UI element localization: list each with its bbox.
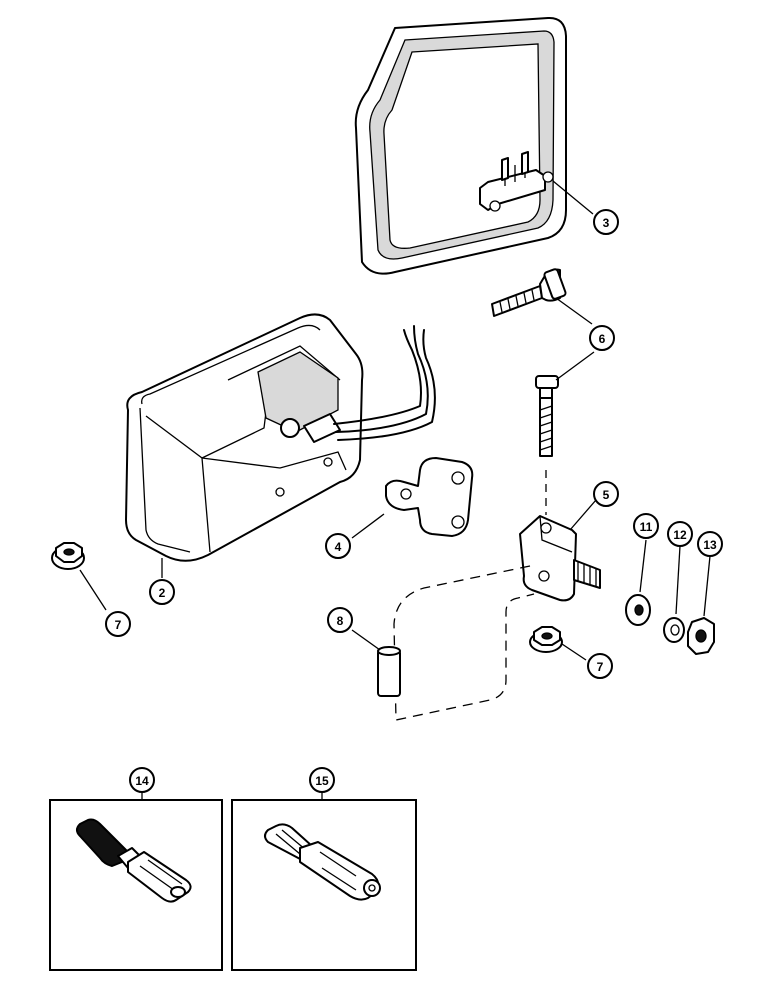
- callout-7-left-label: 7: [115, 618, 122, 632]
- callout-4: 4: [325, 533, 351, 559]
- callout-11-label: 11: [640, 520, 653, 534]
- callout-7-right-label: 7: [597, 660, 604, 674]
- callout-12: 12: [667, 521, 693, 547]
- bolt-lower-part: [535, 351, 595, 515]
- spacer-tube-part: [351, 629, 401, 697]
- callout-7-left: 7: [105, 611, 131, 637]
- callout-15: 15: [309, 767, 335, 793]
- lock-washer-part: [663, 545, 685, 643]
- callout-7-right: 7: [587, 653, 613, 679]
- callout-14: 14: [129, 767, 155, 793]
- bullet-connector-part: [264, 823, 381, 901]
- callout-5-label: 5: [603, 488, 610, 502]
- lamp-lens-part: [354, 16, 594, 275]
- callout-14-label: 14: [135, 774, 149, 788]
- callout-8-label: 8: [337, 614, 344, 628]
- inset-box-15: [231, 792, 417, 971]
- callout-13-label: 13: [703, 538, 717, 552]
- mounting-bracket-part: [351, 457, 474, 539]
- flange-nut-right-part: [529, 626, 587, 661]
- callout-6-label: 6: [599, 332, 606, 346]
- callout-15-label: 15: [315, 774, 329, 788]
- callout-4-label: 4: [335, 540, 342, 554]
- callout-2-label: 2: [159, 586, 166, 600]
- callout-13: 13: [697, 531, 723, 557]
- female-terminal-part: [76, 818, 192, 903]
- flange-nut-left-part: [51, 542, 107, 611]
- callout-2: 2: [149, 579, 175, 605]
- callout-3-label: 3: [603, 216, 610, 230]
- lamp-housing-part: [125, 313, 436, 578]
- callout-8: 8: [327, 607, 353, 633]
- callout-5: 5: [593, 481, 619, 507]
- callout-12-label: 12: [673, 528, 687, 542]
- callout-11: 11: [633, 513, 659, 539]
- dashed-assembly-line: [393, 565, 535, 721]
- callout-6: 6: [589, 325, 615, 351]
- hex-nut-part: [687, 555, 715, 655]
- stud-bracket-part: [519, 499, 601, 602]
- callout-3: 3: [593, 209, 619, 235]
- inset-box-14: [49, 792, 223, 971]
- flat-washer-part: [625, 539, 651, 626]
- bolt-upper-part: [491, 268, 593, 325]
